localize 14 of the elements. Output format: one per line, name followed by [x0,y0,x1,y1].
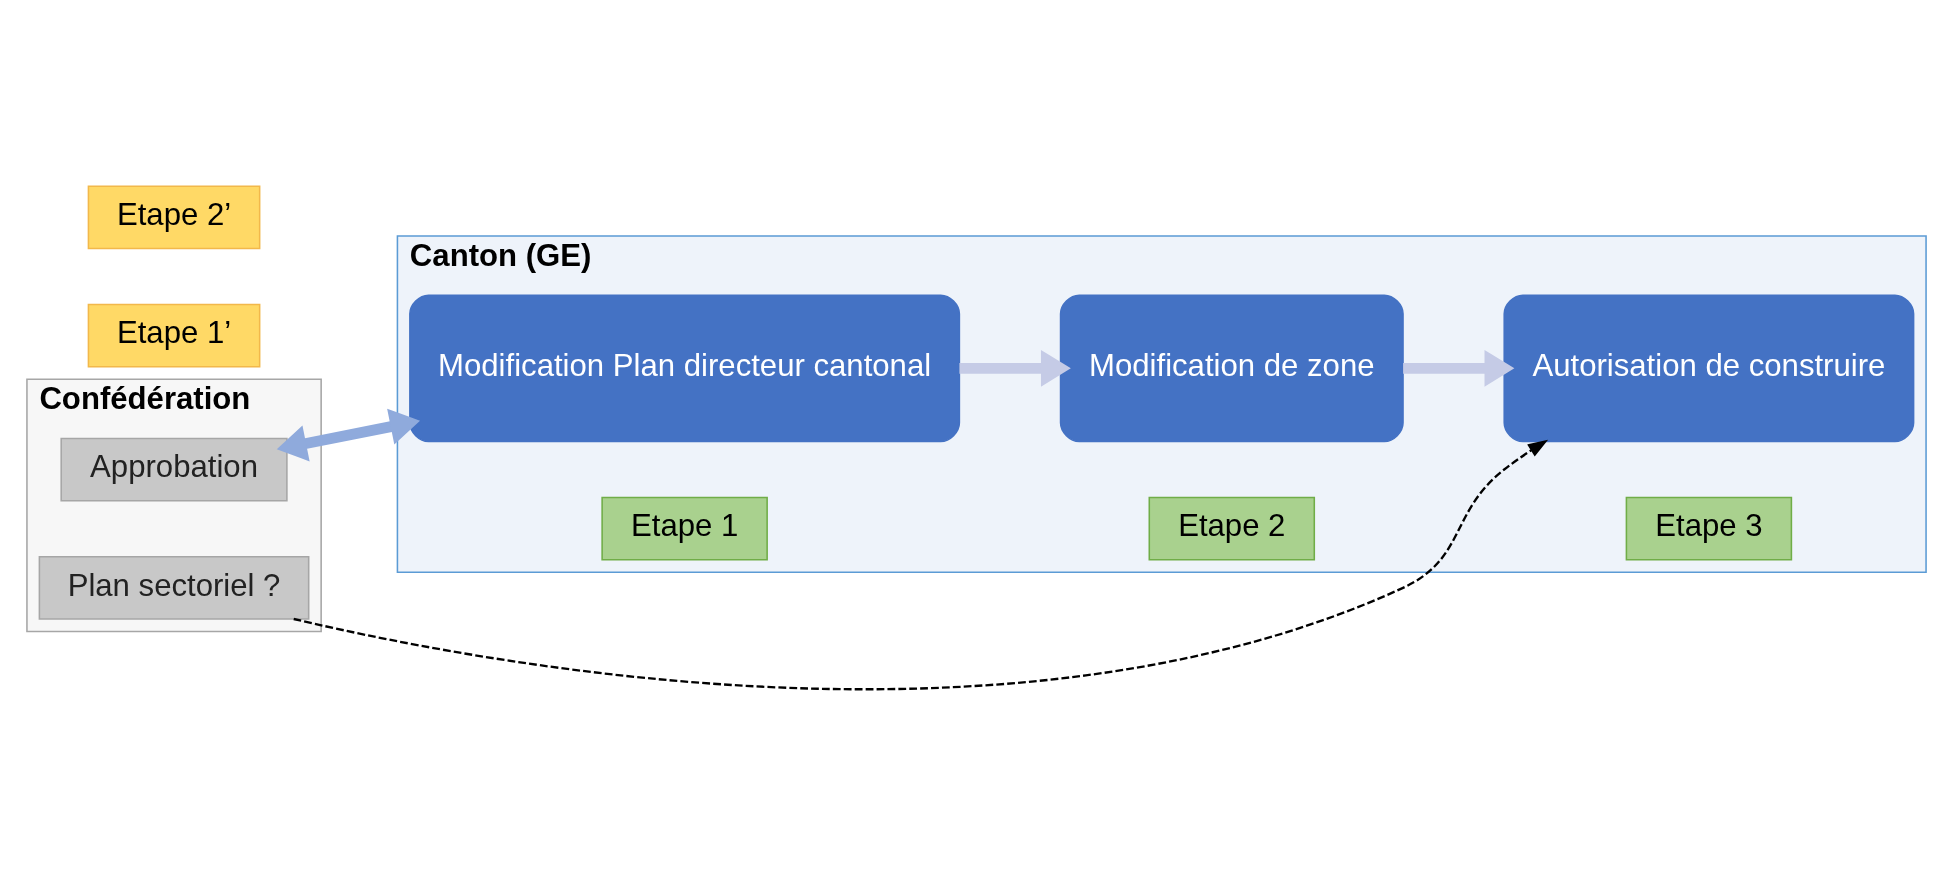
node-box: Etape 2’ [87,184,261,249]
arrow [1403,349,1515,387]
node-box: Modification Plan directeur cantonal [409,293,961,442]
node-box: Etape 2 [1148,496,1316,561]
node-box: Modification de zone [1059,293,1404,442]
node-box: Etape 1’ [87,303,261,368]
node-box: Autorisation de construire [1503,293,1915,442]
arrow [276,408,421,461]
node-box: Etape 1 [601,496,768,561]
arrow [959,349,1071,387]
node-box: Approbation [60,437,288,501]
arrow [293,439,1549,690]
node-box: Plan sectoriel ? [38,555,310,620]
node-box: Etape 3 [1625,496,1793,561]
